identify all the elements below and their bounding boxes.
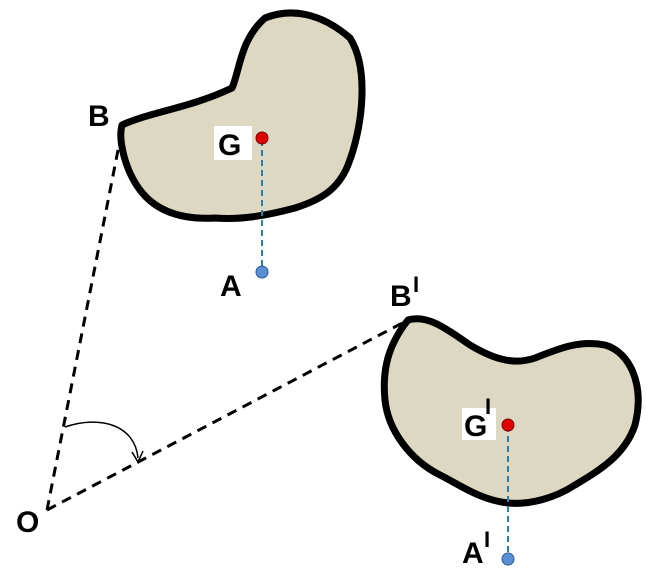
label-g-prime: G xyxy=(464,410,487,443)
label-b: B xyxy=(88,100,110,133)
label-g-prime-mark: I xyxy=(485,394,491,419)
label-g-background xyxy=(214,126,252,160)
construction-line-o-to-b xyxy=(45,134,123,511)
rotation-arc xyxy=(64,421,139,459)
label-g-prime-background xyxy=(462,408,496,440)
point-g xyxy=(255,131,269,145)
point-a xyxy=(255,265,269,279)
label-o: O xyxy=(16,506,39,539)
rotated-shape xyxy=(380,315,642,507)
rotation-arrowhead xyxy=(131,450,144,464)
construction-line-o-to-b-prime xyxy=(46,318,409,512)
label-a: A xyxy=(220,270,242,303)
label-b-prime-mark: I xyxy=(413,272,419,297)
point-a-prime xyxy=(501,552,515,566)
label-b-prime: B xyxy=(390,280,412,313)
label-g: G xyxy=(218,129,241,162)
original-shape xyxy=(117,9,366,222)
label-a-prime: A xyxy=(462,537,484,570)
point-g-prime xyxy=(501,418,515,432)
label-a-prime-mark: I xyxy=(484,527,490,552)
